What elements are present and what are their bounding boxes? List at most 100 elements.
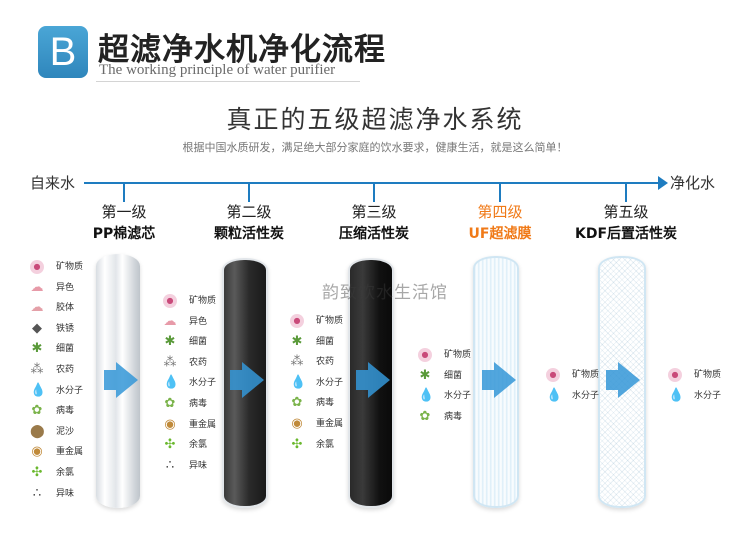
virus-icon: ✿ bbox=[291, 395, 303, 411]
virus-icon: ✿ bbox=[31, 403, 43, 419]
stage-2-number: 第二级 bbox=[226, 203, 272, 221]
contaminant-label: 水分子 bbox=[189, 378, 217, 389]
pesticide-icon: ⁂ bbox=[30, 362, 44, 377]
flow-arrow-icon bbox=[368, 362, 390, 398]
bacteria-icon: ✱ bbox=[419, 367, 431, 383]
contaminant-label: 余氯 bbox=[56, 468, 75, 478]
bacteria-icon: ✱ bbox=[31, 341, 43, 357]
odor-color-icon: ☁ bbox=[30, 279, 44, 295]
sediment-icon: ⬤ bbox=[30, 423, 45, 439]
stage-connector bbox=[373, 182, 375, 202]
mineral-icon: ● bbox=[30, 260, 44, 274]
contaminant-label: 病毒 bbox=[189, 399, 208, 409]
water-molecule-icon: 💧 bbox=[546, 387, 563, 403]
bacteria-icon: ✱ bbox=[164, 334, 176, 350]
flow-start-label: 自来水 bbox=[30, 174, 76, 192]
contaminant-label: 细菌 bbox=[56, 344, 75, 355]
pesticide-icon: ⁂ bbox=[290, 354, 304, 370]
contaminant-label: 异味 bbox=[56, 488, 75, 499]
mineral-icon: ● bbox=[668, 368, 682, 382]
flow-arrow-icon bbox=[104, 370, 116, 390]
virus-icon: ✿ bbox=[164, 396, 176, 411]
contaminant-label: 重金属 bbox=[316, 419, 344, 429]
heavy-metal-icon: ◉ bbox=[291, 416, 303, 431]
stage-3-number: 第三级 bbox=[351, 203, 397, 221]
contaminant-label: 病毒 bbox=[444, 411, 463, 422]
rust-icon: ◆ bbox=[32, 320, 42, 336]
contaminant-label: 重金属 bbox=[56, 447, 84, 458]
heavy-metal-icon: ◉ bbox=[31, 444, 43, 460]
mineral-icon: ● bbox=[418, 348, 432, 362]
flow-arrow-icon bbox=[482, 370, 494, 390]
odor-icon: ∴ bbox=[165, 457, 175, 473]
contaminant-label: 细菌 bbox=[189, 337, 208, 348]
water-molecule-icon: 💧 bbox=[163, 375, 180, 391]
contaminant-label: 水分子 bbox=[56, 385, 84, 396]
header-divider bbox=[96, 81, 360, 82]
flow-arrow-icon bbox=[242, 362, 264, 398]
stage-connector bbox=[499, 182, 501, 202]
main-title: 真正的五级超滤净水系统 bbox=[226, 105, 524, 134]
section-badge: B bbox=[38, 26, 88, 78]
contaminant-label: 铁锈 bbox=[56, 323, 75, 334]
contaminant-label: 矿物质 bbox=[56, 262, 84, 272]
contaminant-label: 异色 bbox=[56, 282, 75, 293]
mineral-icon: ● bbox=[163, 294, 177, 308]
flow-arrow-icon bbox=[356, 370, 368, 390]
flow-arrow-icon bbox=[116, 362, 138, 398]
chlorine-icon: ✣ bbox=[291, 436, 303, 452]
contaminant-label: 异色 bbox=[189, 316, 208, 327]
water-molecule-icon: 💧 bbox=[30, 382, 47, 398]
contaminant-label: 农药 bbox=[316, 357, 335, 368]
colloid-icon: ☁ bbox=[30, 300, 44, 316]
chlorine-icon: ✣ bbox=[164, 437, 176, 453]
stage-2-name: 颗粒活性炭 bbox=[214, 226, 284, 242]
contaminant-label: 矿物质 bbox=[444, 350, 472, 360]
section-title: 超滤净水机净化流程 bbox=[98, 32, 386, 68]
contaminant-label: 水分子 bbox=[444, 391, 472, 402]
main-subtitle: 根据中国水质研发，满足绝大部分家庭的饮水要求，健康生活，就是这么简单！ bbox=[182, 141, 568, 154]
contaminant-label: 水分子 bbox=[572, 390, 600, 401]
contaminant-label: 农药 bbox=[56, 365, 75, 375]
contaminant-label: 异味 bbox=[189, 460, 208, 471]
contaminant-label: 矿物质 bbox=[316, 316, 344, 326]
contaminant-label: 泥沙 bbox=[56, 426, 75, 437]
section-subtitle: The working principle of water purifier bbox=[99, 62, 336, 78]
flow-arrow-icon bbox=[618, 362, 640, 398]
contaminant-label: 余氯 bbox=[316, 439, 335, 450]
contaminant-label: 余氯 bbox=[189, 440, 208, 451]
contaminant-label: 胶体 bbox=[56, 303, 75, 314]
water-molecule-icon: 💧 bbox=[290, 374, 307, 390]
heavy-metal-icon: ◉ bbox=[164, 416, 176, 432]
contaminant-label: 细菌 bbox=[316, 336, 335, 347]
contaminant-label: 矿物质 bbox=[572, 370, 600, 380]
chlorine-icon: ✣ bbox=[31, 465, 43, 480]
contaminant-label: 病毒 bbox=[56, 406, 75, 417]
contaminant-label: 细菌 bbox=[444, 370, 463, 381]
virus-icon: ✿ bbox=[419, 408, 431, 424]
contaminant-label: 矿物质 bbox=[189, 296, 217, 306]
flow-arrow-icon bbox=[606, 370, 618, 390]
odor-color-icon: ☁ bbox=[163, 313, 177, 329]
stage-5-name: KDF后置活性炭 bbox=[574, 226, 678, 242]
stage-1-name: PP棉滤芯 bbox=[92, 226, 156, 242]
water-molecule-icon: 💧 bbox=[668, 387, 685, 403]
stage-connector bbox=[248, 182, 250, 202]
stage-3-name: 压缩活性炭 bbox=[339, 226, 409, 242]
stage-connector bbox=[123, 182, 125, 202]
mineral-icon: ● bbox=[290, 314, 304, 328]
stage-4-number: 第四级 bbox=[477, 203, 523, 221]
watermark: 韵致饮水生活馆 bbox=[322, 283, 448, 303]
contaminant-label: 水分子 bbox=[316, 377, 344, 388]
flow-arrow-icon bbox=[494, 362, 516, 398]
stage-5-number: 第五级 bbox=[603, 203, 649, 221]
contaminant-label: 病毒 bbox=[316, 398, 335, 409]
contaminant-label: 水分子 bbox=[694, 390, 722, 401]
odor-icon: ∴ bbox=[32, 485, 42, 501]
flow-line bbox=[84, 182, 660, 184]
stage-1-number: 第一级 bbox=[101, 203, 147, 221]
flow-arrow-head-icon bbox=[658, 176, 668, 190]
water-molecule-icon: 💧 bbox=[418, 388, 435, 404]
stage-connector bbox=[625, 182, 627, 202]
stage-4-name: UF超滤膜 bbox=[468, 226, 532, 242]
